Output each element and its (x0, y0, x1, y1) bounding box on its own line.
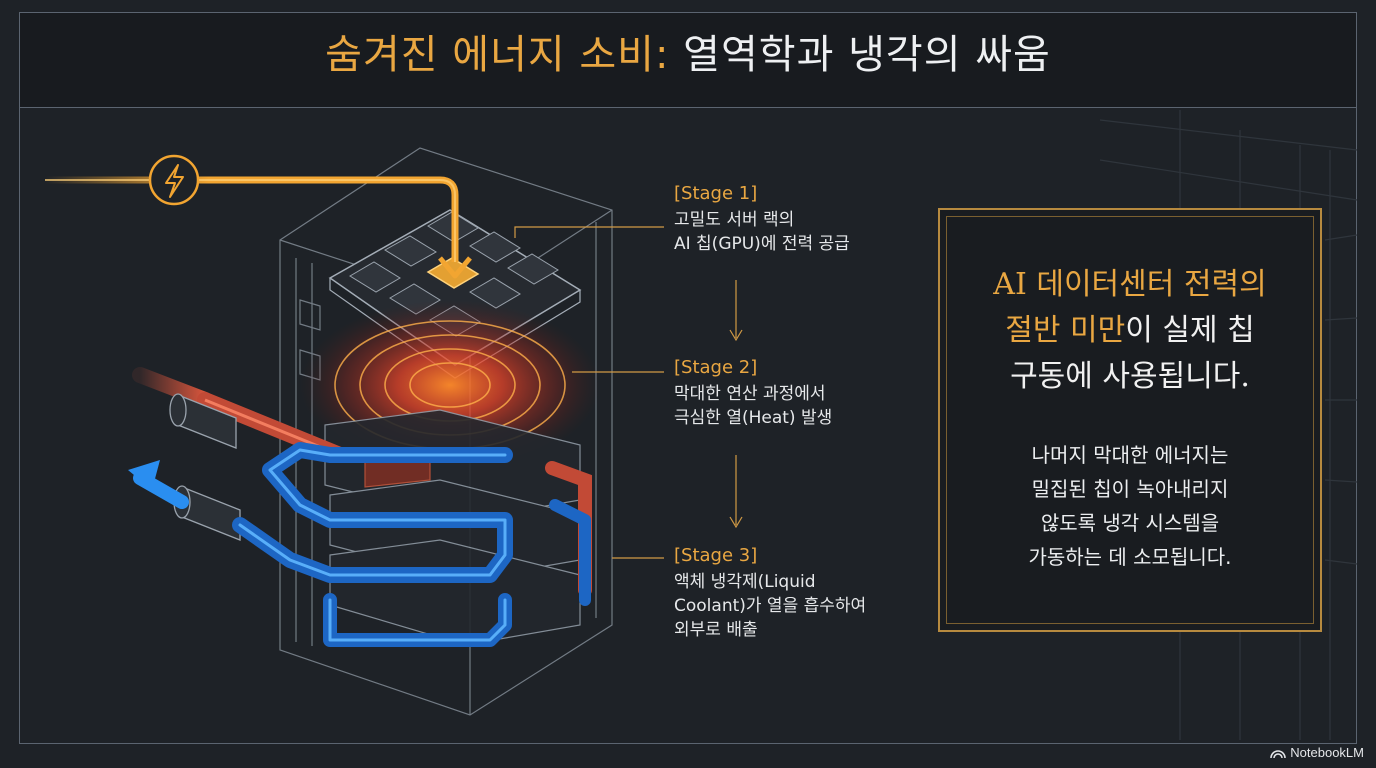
brand-name: NotebookLM (1290, 745, 1364, 760)
callout-body: 나머지 막대한 에너지는 밀집된 칩이 녹아내리지 않도록 냉각 시스템을 가동… (1028, 443, 1232, 569)
coolant-exit-arrow (128, 460, 160, 490)
stage-connector-lines (514, 226, 743, 559)
title-rest: 열역학과 냉각의 싸움 (669, 32, 1051, 78)
headline-line3: 구동에 사용됩니다. (1010, 359, 1250, 394)
stage-1-desc: 고밀도 서버 랙의 AI 칩(GPU)에 전력 공급 (674, 210, 850, 254)
stage-1-label: [Stage 1] (674, 183, 758, 204)
stage-3-label: [Stage 3] (674, 545, 758, 566)
stage-2-label: [Stage 2] (674, 357, 758, 378)
stage-3: [Stage 3] 액체 냉각제(Liquid Coolant)가 열을 흡수하… (674, 544, 866, 642)
headline-line1: AI 데이터센터 전력의 (993, 267, 1267, 302)
summary-callout: AI 데이터센터 전력의 절반 미만이 실제 칩 구동에 사용됩니다. 나머지 … (938, 208, 1322, 632)
stage-2: [Stage 2] 막대한 연산 과정에서 극심한 열(Heat) 발생 (674, 356, 832, 430)
headline-line2-rest: 이 실제 칩 (1125, 313, 1255, 348)
stage-2-desc: 막대한 연산 과정에서 극심한 열(Heat) 발생 (674, 384, 833, 428)
header-bar (19, 12, 1357, 108)
power-feed-line (45, 176, 472, 279)
headline-highlight: 절반 미만 (1005, 313, 1126, 348)
callout-inner-border (946, 216, 1314, 624)
stage-3-desc: 액체 냉각제(Liquid Coolant)가 열을 흡수하여 외부로 배출 (674, 572, 867, 640)
callout-headline: AI 데이터센터 전력의 절반 미만이 실제 칩 구동에 사용됩니다. (940, 262, 1320, 400)
brand-watermark: NotebookLM (1270, 745, 1364, 760)
lightning-bolt-icon (148, 154, 200, 206)
stage-1: [Stage 1] 고밀도 서버 랙의 AI 칩(GPU)에 전력 공급 (674, 182, 850, 256)
title-highlight: 숨겨진 에너지 소비: (325, 32, 670, 78)
notebooklm-logo-icon (1270, 749, 1287, 758)
page-title: 숨겨진 에너지 소비: 열역학과 냉각의 싸움 (0, 22, 1376, 80)
pipe-connectors (169, 393, 241, 541)
